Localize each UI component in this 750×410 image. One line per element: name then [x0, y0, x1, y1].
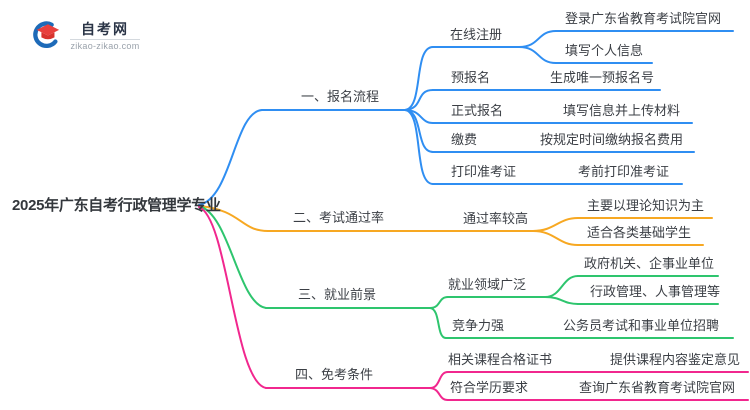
- bran3-leaf2-1: 公务员考试和事业单位招聘: [563, 318, 720, 333]
- branch1-leaf5-1: 考前打印准考证: [578, 164, 670, 179]
- branch1-leaf4-1: 按规定时间缴纳报名费用: [540, 132, 684, 147]
- branch1-child5: 打印准考证: [451, 164, 517, 179]
- logo-divider: [70, 39, 140, 40]
- branch1-leaf1-1: 登录广东省教育考试院官网: [565, 11, 722, 26]
- branch3-topic: 三、就业前景: [298, 287, 377, 302]
- branch2-leaf1-2: 适合各类基础学生: [587, 225, 692, 240]
- site-logo: 自考网 zikao-zikao.com: [30, 21, 140, 51]
- branch3-child2: 竞争力强: [452, 318, 505, 333]
- branch1-leaf3-1: 填写信息并上传材料: [563, 103, 681, 118]
- logo-title: 自考网: [81, 21, 129, 37]
- branch1-child1: 在线注册: [450, 27, 503, 42]
- branch1-child2: 预报名: [451, 70, 491, 85]
- branch2-child1: 通过率较高: [463, 211, 529, 226]
- zikao-logo-icon: [33, 21, 60, 49]
- branch4-child1: 相关课程合格证书: [448, 352, 553, 367]
- branch4-leaf2-1: 查询广东省教育考试院官网: [579, 380, 736, 395]
- branch1-child4: 缴费: [451, 132, 478, 147]
- branch2-leaf1-1: 主要以理论知识为主: [587, 198, 705, 213]
- branch1-child3: 正式报名: [451, 103, 504, 118]
- branch2-topic: 二、考试通过率: [293, 210, 385, 225]
- branch3-leaf1-1: 政府机关、企事业单位: [584, 256, 715, 271]
- branch4-child2: 符合学历要求: [450, 380, 529, 395]
- branch1-leaf2-1: 生成唯一预报名号: [550, 70, 655, 85]
- root-topic: 2025年广东自考行政管理学专业: [12, 197, 221, 214]
- branch1-leaf1-2: 填写个人信息: [565, 43, 644, 58]
- branch4-leaf1-1: 提供课程内容鉴定意见: [610, 352, 741, 367]
- logo-domain: zikao-zikao.com: [70, 41, 140, 51]
- branch3-child1: 就业领域广泛: [448, 277, 527, 292]
- branch1-topic: 一、报名流程: [301, 89, 380, 104]
- branch3-leaf1-2: 行政管理、人事管理等: [590, 284, 721, 299]
- branch4-topic: 四、免考条件: [295, 367, 374, 382]
